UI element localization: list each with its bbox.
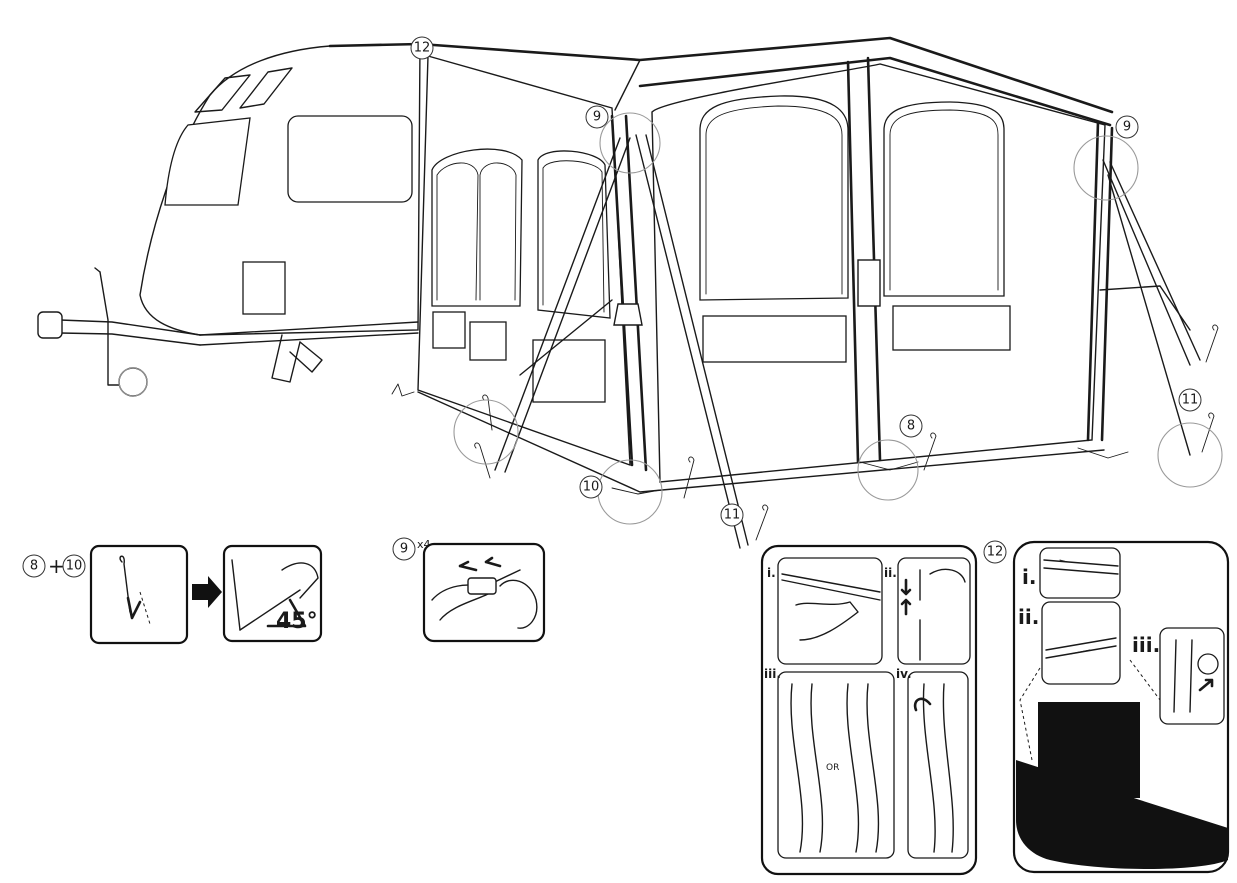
peg-panel <box>89 544 189 645</box>
attach-step-ii: ii. <box>1018 605 1039 629</box>
callout-10-step: 10 <box>62 554 86 578</box>
angle-label: 45° <box>276 609 318 634</box>
svg-text:10: 10 <box>66 559 83 574</box>
caravan <box>37 43 421 397</box>
svg-text:12: 12 <box>987 545 1004 560</box>
callout-9-left: 9 <box>585 105 609 129</box>
attach-step-iii: iii. <box>1132 633 1160 657</box>
svg-text:12: 12 <box>414 41 431 56</box>
callout-8-main: 8 <box>899 414 923 438</box>
awning <box>118 36 1223 549</box>
arrow-right-icon <box>192 576 222 608</box>
or-label: OR <box>826 763 839 773</box>
svg-text:11: 11 <box>1182 393 1199 408</box>
svg-text:9: 9 <box>593 110 601 125</box>
step-connector: 9 x4 <box>392 537 546 643</box>
svg-text:9: 9 <box>1123 120 1131 135</box>
bead-step-ii: ii. <box>884 566 897 580</box>
caravan-attach-panel: 12 i. ii. iii. <box>983 540 1230 874</box>
svg-text:8: 8 <box>907 419 915 434</box>
bead-step-iv: iv. <box>896 667 912 681</box>
svg-text:11: 11 <box>724 508 741 523</box>
callout-9-right: 9 <box>1115 115 1139 139</box>
bead-detail-panel: i. ii. OR iii. iv. <box>760 544 978 876</box>
attach-step-i: i. <box>1022 565 1036 589</box>
svg-text:10: 10 <box>583 480 600 495</box>
callout-8-step: 8 <box>22 554 46 578</box>
callout-11-right: 11 <box>1178 388 1202 412</box>
callout-11-main: 11 <box>720 503 744 527</box>
peg-angle-panel <box>222 544 323 643</box>
callout-10-main: 10 <box>579 475 603 499</box>
bead-step-iii: iii. <box>764 667 781 681</box>
bead-step-i: i. <box>767 566 776 580</box>
svg-text:8: 8 <box>30 559 38 574</box>
plus-sign: + <box>48 554 65 578</box>
step-pegging: 8 + 10 45° <box>22 544 323 645</box>
callout-12-step: 12 <box>983 540 1007 564</box>
svg-text:9: 9 <box>400 542 408 557</box>
callout-12-top: 12 <box>410 36 434 60</box>
callout-9-step: 9 <box>392 537 416 561</box>
